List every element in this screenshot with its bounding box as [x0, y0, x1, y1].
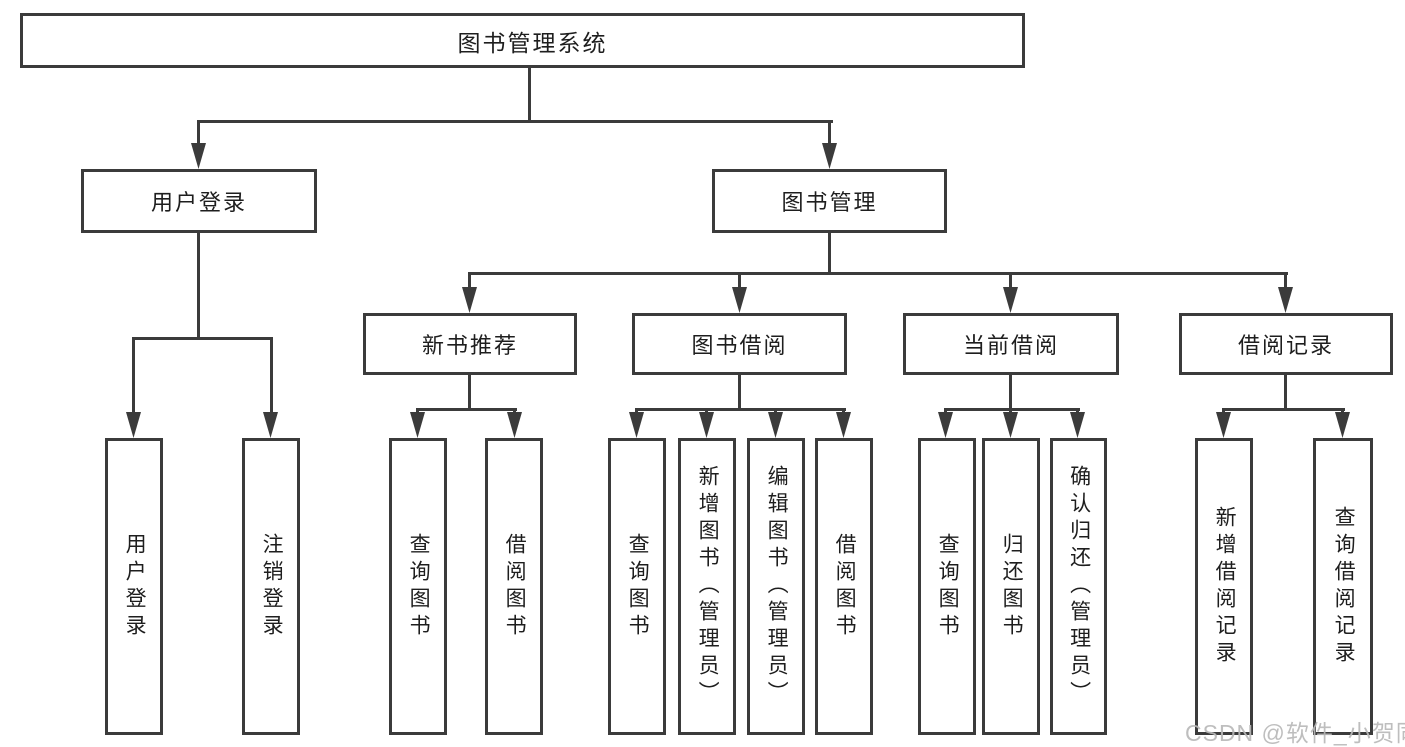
arrowhead-down-icon [699, 412, 714, 438]
connector-line [197, 233, 200, 339]
leaf-add-books-admin: 新增图书（管理员） [678, 438, 736, 735]
leaf-logout-login-label: 注销登录 [260, 532, 284, 641]
arrowhead-down-icon [462, 287, 477, 313]
leaf-user-login: 用户登录 [105, 438, 163, 735]
node-current-borrow-label: 当前借阅 [962, 333, 1059, 358]
connector-line [468, 272, 1288, 275]
connector-line [1284, 272, 1287, 290]
leaf-query-books-borrow-label: 查询图书 [626, 532, 650, 641]
node-current-borrow: 当前借阅 [903, 313, 1119, 375]
node-book-borrow: 图书借阅 [632, 313, 847, 375]
leaf-return-books: 归还图书 [982, 438, 1040, 735]
connector-line [197, 120, 200, 145]
leaf-query-books-current-label: 查询图书 [936, 532, 960, 641]
connector-line [635, 408, 846, 411]
connector-line [197, 120, 833, 123]
connector-line [828, 120, 831, 145]
connector-line [1009, 375, 1012, 410]
connector-line [738, 272, 741, 290]
arrowhead-down-icon [629, 412, 644, 438]
leaf-borrow-books-borrow: 借阅图书 [815, 438, 873, 735]
arrowhead-down-icon [1003, 287, 1018, 313]
leaf-borrow-books-borrow-label: 借阅图书 [833, 532, 857, 641]
arrowhead-down-icon [263, 412, 278, 438]
leaf-query-books-current: 查询图书 [918, 438, 976, 735]
leaf-add-borrow-record: 新增借阅记录 [1195, 438, 1253, 735]
arrowhead-down-icon [836, 412, 851, 438]
arrowhead-down-icon [938, 412, 953, 438]
connector-line [132, 337, 273, 340]
arrowhead-down-icon [1003, 412, 1018, 438]
connector-line [468, 375, 471, 410]
arrowhead-down-icon [410, 412, 425, 438]
connector-line [132, 337, 135, 414]
connector-line [468, 272, 471, 290]
leaf-borrow-books-recommend: 借阅图书 [485, 438, 543, 735]
connector-line [416, 408, 517, 411]
node-user-login-label: 用户登录 [150, 190, 247, 215]
connector-line [738, 375, 741, 410]
arrowhead-down-icon [732, 287, 747, 313]
leaf-user-login-label: 用户登录 [123, 532, 147, 641]
node-book-borrow-label: 图书借阅 [691, 333, 788, 358]
leaf-borrow-books-recommend-label: 借阅图书 [503, 532, 527, 641]
node-root-label: 图书管理系统 [457, 29, 608, 56]
node-new-book-recommend: 新书推荐 [363, 313, 577, 375]
leaf-logout-login: 注销登录 [242, 438, 300, 735]
leaf-edit-books-admin-label: 编辑图书（管理员） [765, 465, 789, 708]
arrowhead-down-icon [507, 412, 522, 438]
node-book-management: 图书管理 [712, 169, 947, 233]
arrowhead-down-icon [126, 412, 141, 438]
node-root: 图书管理系统 [20, 13, 1025, 68]
arrowhead-down-icon [1278, 287, 1293, 313]
node-user-login: 用户登录 [81, 169, 317, 233]
arrowhead-down-icon [1335, 412, 1350, 438]
leaf-query-books-borrow: 查询图书 [608, 438, 666, 735]
node-borrow-record: 借阅记录 [1179, 313, 1393, 375]
connector-line [1284, 375, 1287, 410]
leaf-return-books-label: 归还图书 [1000, 532, 1024, 641]
leaf-query-books-recommend: 查询图书 [389, 438, 447, 735]
arrowhead-down-icon [768, 412, 783, 438]
leaf-add-borrow-record-label: 新增借阅记录 [1213, 505, 1237, 668]
leaf-query-borrow-record: 查询借阅记录 [1313, 438, 1373, 735]
connector-line [528, 68, 531, 122]
leaf-query-books-recommend-label: 查询图书 [407, 532, 431, 641]
leaf-confirm-return-admin-label: 确认归还（管理员） [1067, 465, 1091, 708]
arrowhead-down-icon [1216, 412, 1231, 438]
connector-line [1009, 272, 1012, 290]
leaf-query-borrow-record-label: 查询借阅记录 [1332, 505, 1356, 668]
arrowhead-down-icon [1070, 412, 1085, 438]
node-book-management-label: 图书管理 [781, 190, 878, 215]
connector-line [828, 233, 831, 274]
connector-line [270, 337, 273, 414]
leaf-edit-books-admin: 编辑图书（管理员） [747, 438, 805, 735]
arrowhead-down-icon [822, 143, 837, 169]
connector-line [944, 408, 1080, 411]
watermark: CSDN @软件_小贺同学 [1185, 720, 1405, 746]
leaf-confirm-return-admin: 确认归还（管理员） [1050, 438, 1107, 735]
arrowhead-down-icon [191, 143, 206, 169]
node-new-book-recommend-label: 新书推荐 [421, 333, 518, 358]
node-borrow-record-label: 借阅记录 [1237, 333, 1334, 358]
leaf-add-books-admin-label: 新增图书（管理员） [696, 465, 720, 708]
connector-line [1222, 408, 1345, 411]
